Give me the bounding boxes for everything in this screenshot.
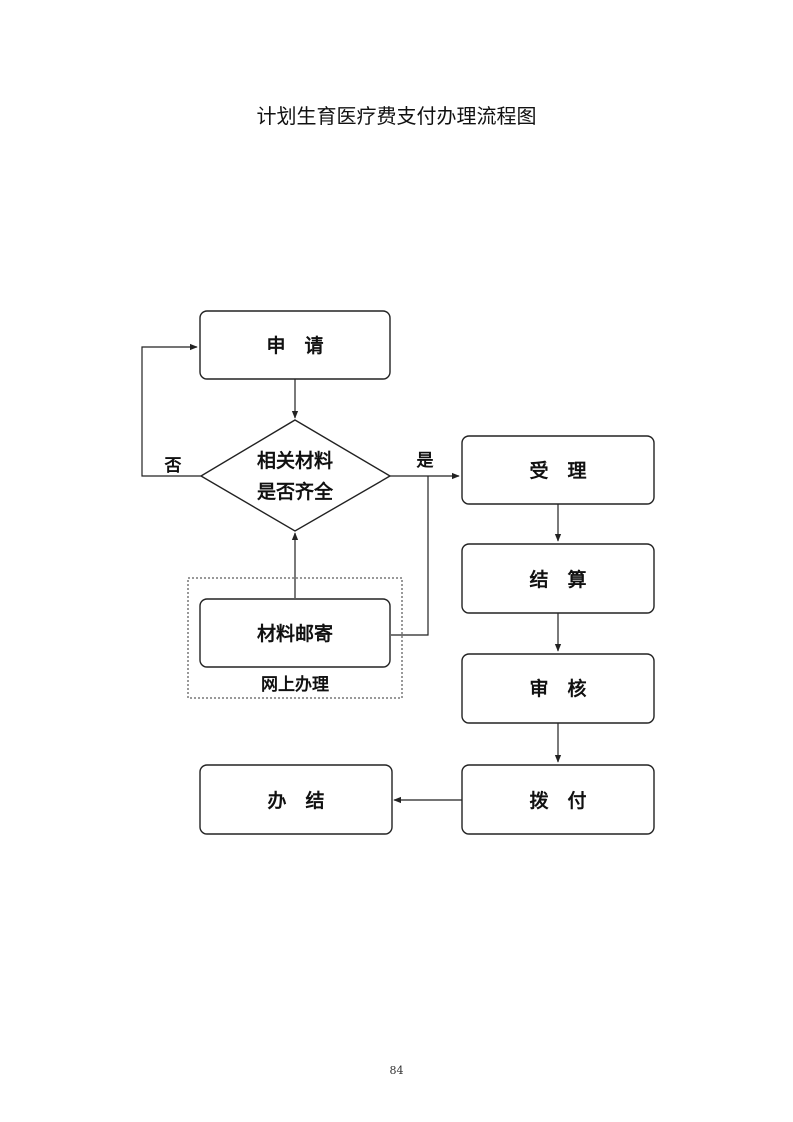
node-pay: 拨 付 — [461, 764, 655, 835]
node-apply-label: 申 请 — [266, 334, 323, 357]
node-review-label: 审 核 — [529, 677, 586, 700]
node-check: 相关材料 是否齐全 — [199, 419, 392, 532]
page-title: 计划生育医疗费支付办理流程图 — [256, 104, 537, 128]
online-group-label: 网上办理 — [261, 674, 329, 695]
node-review: 审 核 — [461, 653, 655, 724]
online-group-frame — [187, 577, 403, 699]
edge-label-no: 否 — [164, 456, 182, 476]
edge-label-yes: 是 — [417, 451, 434, 471]
page-number: 84 — [389, 1064, 404, 1077]
node-accept-label: 受 理 — [529, 459, 586, 482]
node-mail-label: 材料邮寄 — [257, 622, 333, 645]
edge-check-no-to-apply — [141, 343, 201, 477]
node-accept: 受 理 — [461, 435, 655, 505]
node-done: 办 结 — [199, 764, 393, 835]
node-mail: 材料邮寄 — [199, 598, 391, 668]
node-check-label-line1: 相关材料 — [257, 449, 333, 472]
node-settle: 结 算 — [461, 543, 655, 614]
edge-mail-to-accept — [391, 476, 429, 636]
node-pay-label: 拨 付 — [529, 789, 586, 812]
node-check-label-line2: 是否齐全 — [257, 480, 334, 503]
node-settle-label: 结 算 — [529, 568, 586, 591]
node-apply: 申 请 — [199, 310, 391, 380]
node-done-label: 办 结 — [267, 789, 324, 812]
